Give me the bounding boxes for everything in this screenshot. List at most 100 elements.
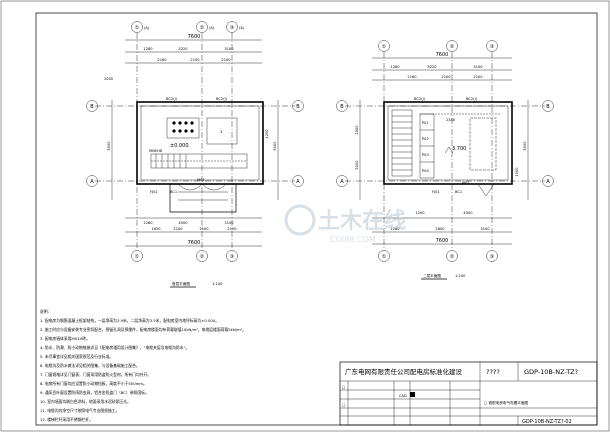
tb-mark-2: □ [342,403,345,407]
note-2: 2. 施工时应与设备安装专业密切配合，预留孔洞及预埋件，配电房楼面均布荷载取值1… [40,327,246,332]
axis-bubble-b-left [86,100,98,112]
dim-seg-1: 1280 [143,47,153,51]
p2-stair [391,109,413,177]
tb-company: 广东电网有限责任公司配电房标准化建设 [345,367,463,376]
axis-bubble-b-right [292,100,304,112]
ground-walls-inner [140,105,260,181]
p2-dim-bottom-3100: 3100 [480,227,490,231]
p2-axis-b-left: B [340,104,344,110]
note-8: 8. 电房所有门窗均应设置防小动物挡板，高度不小于500mm。 [40,381,147,386]
p2-dim-seg-2: 3220 [427,65,437,69]
dim-left-5000: 5000 [107,141,111,151]
watermark-logo-icon [284,204,316,236]
p2-walls-inner [387,105,509,181]
p2-axis-bubble-2 [446,40,458,52]
dim-bottom2-3: 2100 [199,227,209,231]
p2-dim-2340: 2340 [446,118,456,122]
p2-axis-label-1-bottom: ① [382,254,387,260]
note-4: 4. 防水、防潮、防小动物措施详见《配电房通用设计图集》，“电缆夹层及电缆沟防水… [40,345,189,350]
dim-seg2-2: 2100 [190,58,200,62]
p2-dim-seg-1: 1280 [390,65,400,69]
p2-axis-bubble-3 [486,40,498,52]
axis-a-right: A [296,179,300,185]
p2-elev: 3.700 [452,146,466,152]
p2-axis-bubble-3-bottom [486,250,498,262]
label-bc2-right: BC2(J) [216,97,228,101]
axis-bubble-2-bottom [196,250,208,262]
p2-opening [469,117,497,171]
axis-bubble-a-right [292,175,304,187]
note-12: 12. 楼梯栏杆采用不锈钢栏杆。 [40,417,93,422]
p2-dim-left-1: 2500 [355,125,359,135]
dim-bottom2-1: 1620 [151,227,161,231]
p2-label-bc1: BC1 [455,190,462,194]
dim-left-top: 2000 [104,77,114,81]
tb-code: GDP-10B-NZ-TZ? [524,368,578,376]
note-3: 3. 配电房墙体采用MU10砖。 [40,336,90,341]
p2-dim-bottom-1280: 1280 [390,227,400,231]
dim-overall: 7600 [188,34,201,40]
note-1: 1. 配电房为钢筋混凝土框架结构，一层净高为3.9米，二层净高为3.5米，配电房… [40,318,219,323]
p2-label-m01: M01 [462,181,470,185]
dim-bottom-3100: 3100 [224,221,234,225]
p2-dim-bottom-2800: 2800 [435,227,445,231]
axis-note-3: (A) [239,26,245,30]
p2-axis-bubble-a-right [542,175,554,187]
p2-label-bc2-right: BC2(J) [466,97,478,101]
p2-axis-bubble-1 [378,40,390,52]
axis-label-3: ③ [230,25,234,31]
title-block: 广东电网有限责任公司配电房标准化建设 ???? GDP-10B-NZ-TZ? C… [339,361,598,426]
plan2-scale: 1:100 [455,274,466,278]
note-10: 10. 室内墙面均刷白色涂料，地面采用水泥砂浆压光。 [40,399,131,404]
dim-right-5000: 5000 [273,141,277,151]
watermark-text: 土木在线 [318,208,406,234]
axis-note-2: (A) [209,26,215,30]
second-floor-plan: ① ② ③ 7600 1280 3220 3100 2160 2100 2100… [336,40,554,280]
p2-label-bc2-left: BC2(J) [414,97,426,101]
tb-mark-1: □ [342,385,345,389]
note-11: 11. 电缆沟内净空尺寸按照电气专业图纸施工。 [40,408,119,413]
note-7: 7. 门窗规格详见门窗表，门窗采用防盗防火型材，所有门均外开。 [40,372,151,377]
p2-label-fj01: FJ01 [432,190,440,194]
p2-axis-a-right: A [546,179,550,185]
notes: 说明： 1. 配电房为钢筋混凝土框架结构，一层净高为3.9米，二层净高为3.5米… [40,309,246,422]
p2-dim-bottom-total: 7600 [436,238,449,244]
note-5: 5. 未尽事宜详见相关国家规范及行业标准。 [40,354,113,359]
p2-dim-overall: 7600 [436,52,449,58]
switchgear-number: 3 [220,130,222,134]
axis-label-3-bottom: ③ [230,254,234,260]
tb-drawing-name: □ 首配电房电气布置平面图 [484,400,528,405]
p2-axis-bubble-b-left [336,100,348,112]
tb-series: ???? [486,368,500,376]
axis-bubble-1-bottom [131,250,143,262]
door-swing-right [201,183,227,191]
p2-axis-label-2: ② [450,44,455,50]
p2-walls [383,101,513,185]
p2-dim-seg2-2: 2100 [441,75,451,79]
axis-bubble-1 [131,21,143,33]
p2-axis-bubble-2-bottom [446,250,458,262]
p2-dim-seg-3: 3100 [473,65,483,69]
dim-bottom-total: 7600 [188,240,201,246]
axis-label-1: ① [135,25,140,31]
axis-note-1: (A) [144,26,150,30]
axis-bubble-a-left [86,175,98,187]
ground-walls [136,101,264,185]
axis-a-left: A [90,179,94,185]
p2-dim-4500: 4500 [463,211,473,215]
tb-cad-label: CAD [399,394,407,398]
p2-dim-right-1000: 1000 [515,167,519,177]
tb-sheet-code: GDP-10B-NZ-TZ?-02 [522,419,572,425]
p2-axis-b-right: B [546,104,550,110]
p2-axis-a-left: A [340,179,344,185]
axis-label-2-bottom: ② [200,254,205,260]
axis-label-2: ② [200,25,205,31]
p2-axis-label-3: ③ [490,44,494,50]
dim-bottom-1280: 1280 [143,221,153,225]
p2-axis-bubble-1-bottom [378,250,390,262]
transformer-terminals [172,121,194,133]
dim-right-1200: 1200 [265,129,269,139]
p2-axis-label-2-bottom: ② [450,254,455,260]
p2-axis-label-3-bottom: ③ [490,254,494,260]
